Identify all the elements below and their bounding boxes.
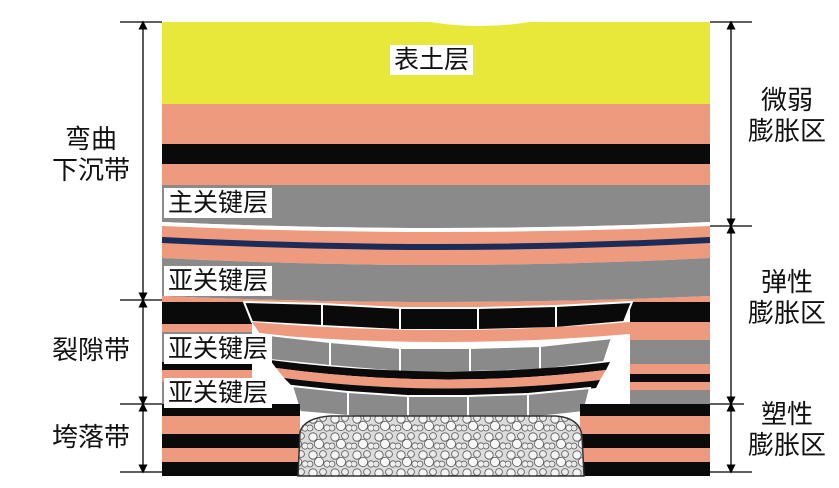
- weak-expansion-zone-label: 微弱 膨胀区: [744, 86, 831, 149]
- salmon-layer: [580, 416, 710, 434]
- elastic-zone-line-1: 弹性: [761, 268, 814, 298]
- coal-layer: [162, 144, 710, 164]
- salmon-layer: [630, 322, 710, 340]
- salmon-layer: [252, 322, 630, 342]
- coal-seam: [284, 378, 600, 397]
- gray-layer: [630, 390, 710, 404]
- coal-layer: [162, 362, 252, 370]
- bending-subsidence-zone-label: 弯曲 下沉带: [48, 125, 135, 188]
- fracture-zone-label: 裂隙带: [48, 336, 135, 368]
- caved-rubble: [297, 415, 585, 477]
- fractured-blocks-row-2: [258, 332, 614, 374]
- salmon-layer: [580, 448, 710, 462]
- salmon-layer: [162, 104, 710, 144]
- sub-key-stratum-1: [162, 258, 710, 302]
- salmon-layer: [630, 382, 710, 390]
- coal-layer: [580, 404, 710, 416]
- coal-layer: [630, 374, 710, 382]
- weak-zone-line-2: 膨胀区: [748, 117, 827, 148]
- coal-layer: [162, 302, 252, 324]
- left-dimension-lines: [120, 20, 162, 474]
- topsoil-label: 表土层: [390, 45, 474, 75]
- salmon-layer: [630, 364, 710, 374]
- salmon-layer: [162, 324, 252, 332]
- fractured-blocks-row-3: [290, 384, 592, 422]
- plastic-zone-line-1: 塑性: [761, 400, 814, 430]
- sub-key-stratum-label-3: 亚关键层: [164, 378, 273, 408]
- elastic-expansion-zone-label: 弹性 膨胀区: [744, 268, 831, 331]
- salmon-layer: [276, 368, 606, 389]
- coal-seam: [270, 360, 610, 380]
- salmon-layer: [162, 448, 300, 462]
- coal-layer: [630, 302, 710, 322]
- gap-white: [162, 222, 710, 232]
- coal-layer: [162, 434, 300, 448]
- sub-key-stratum-label-1: 亚关键层: [164, 266, 273, 296]
- coal-layer: [580, 462, 710, 476]
- salmon-layer: [162, 416, 300, 434]
- main-key-stratum: [162, 185, 710, 228]
- plastic-zone-line-2: 膨胀区: [748, 431, 827, 462]
- gray-layer: [630, 340, 710, 364]
- elastic-zone-line-2: 膨胀区: [748, 299, 827, 330]
- right-dimension-lines: [710, 20, 752, 474]
- navy-seam: [161, 237, 711, 250]
- sub-key-stratum-label-2: 亚关键层: [164, 334, 273, 364]
- plastic-expansion-zone-label: 塑性 膨胀区: [744, 400, 831, 463]
- coal-layer: [162, 462, 300, 476]
- main-key-stratum-label: 主关键层: [164, 188, 273, 218]
- coal-layer: [580, 434, 710, 448]
- weak-zone-line-1: 微弱: [761, 86, 814, 116]
- salmon-layer: [162, 164, 710, 185]
- caving-zone-label: 垮落带: [48, 423, 135, 455]
- bending-zone-line-1: 弯曲: [65, 125, 118, 155]
- bending-zone-line-2: 下沉带: [52, 156, 131, 187]
